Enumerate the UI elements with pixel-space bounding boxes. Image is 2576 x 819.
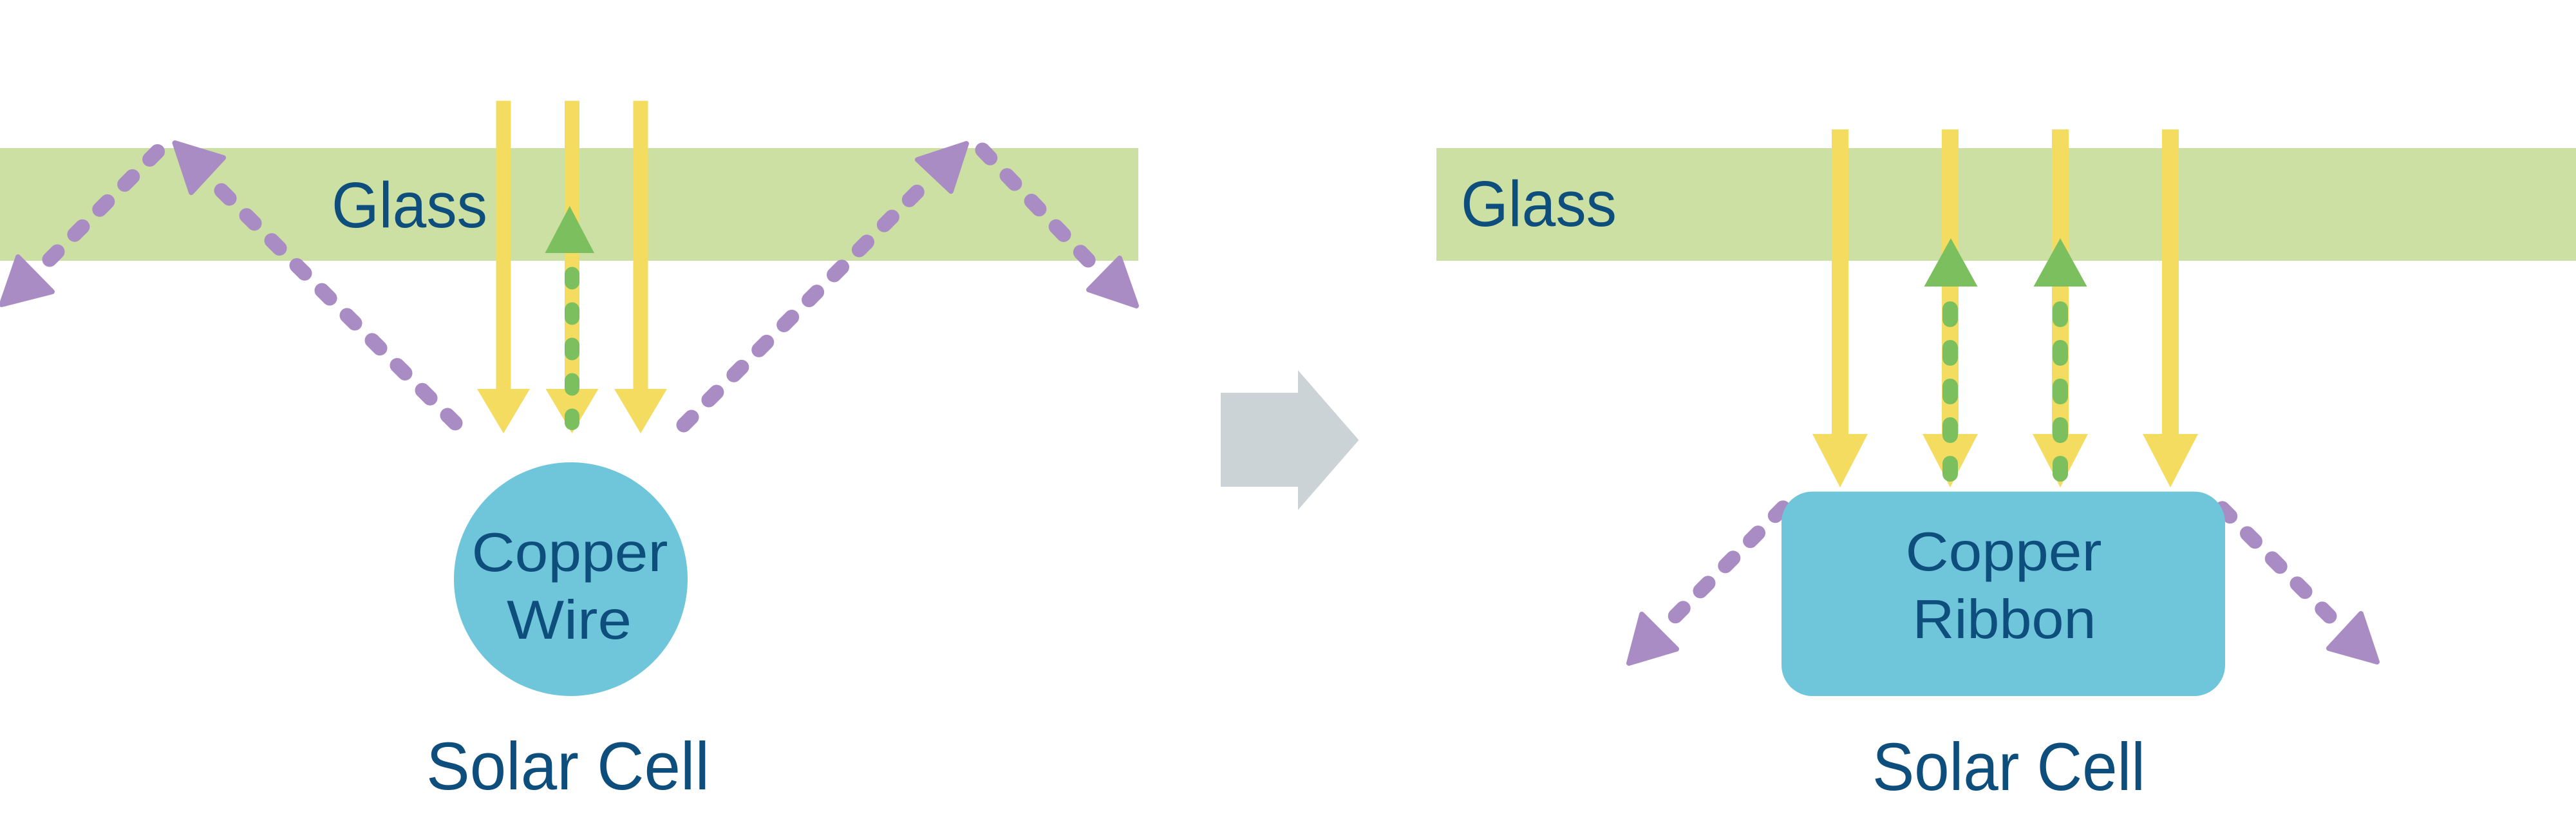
svg-text:Copper: Copper xyxy=(1906,522,2102,583)
svg-text:Copper: Copper xyxy=(472,522,668,583)
svg-text:Wire: Wire xyxy=(507,590,632,651)
svg-text:Solar Cell: Solar Cell xyxy=(1872,730,2145,805)
svg-text:Glass: Glass xyxy=(332,169,487,241)
svg-text:Ribbon: Ribbon xyxy=(1913,589,2096,650)
svg-text:Glass: Glass xyxy=(1461,168,1617,240)
svg-text:Solar Cell: Solar Cell xyxy=(426,729,710,804)
